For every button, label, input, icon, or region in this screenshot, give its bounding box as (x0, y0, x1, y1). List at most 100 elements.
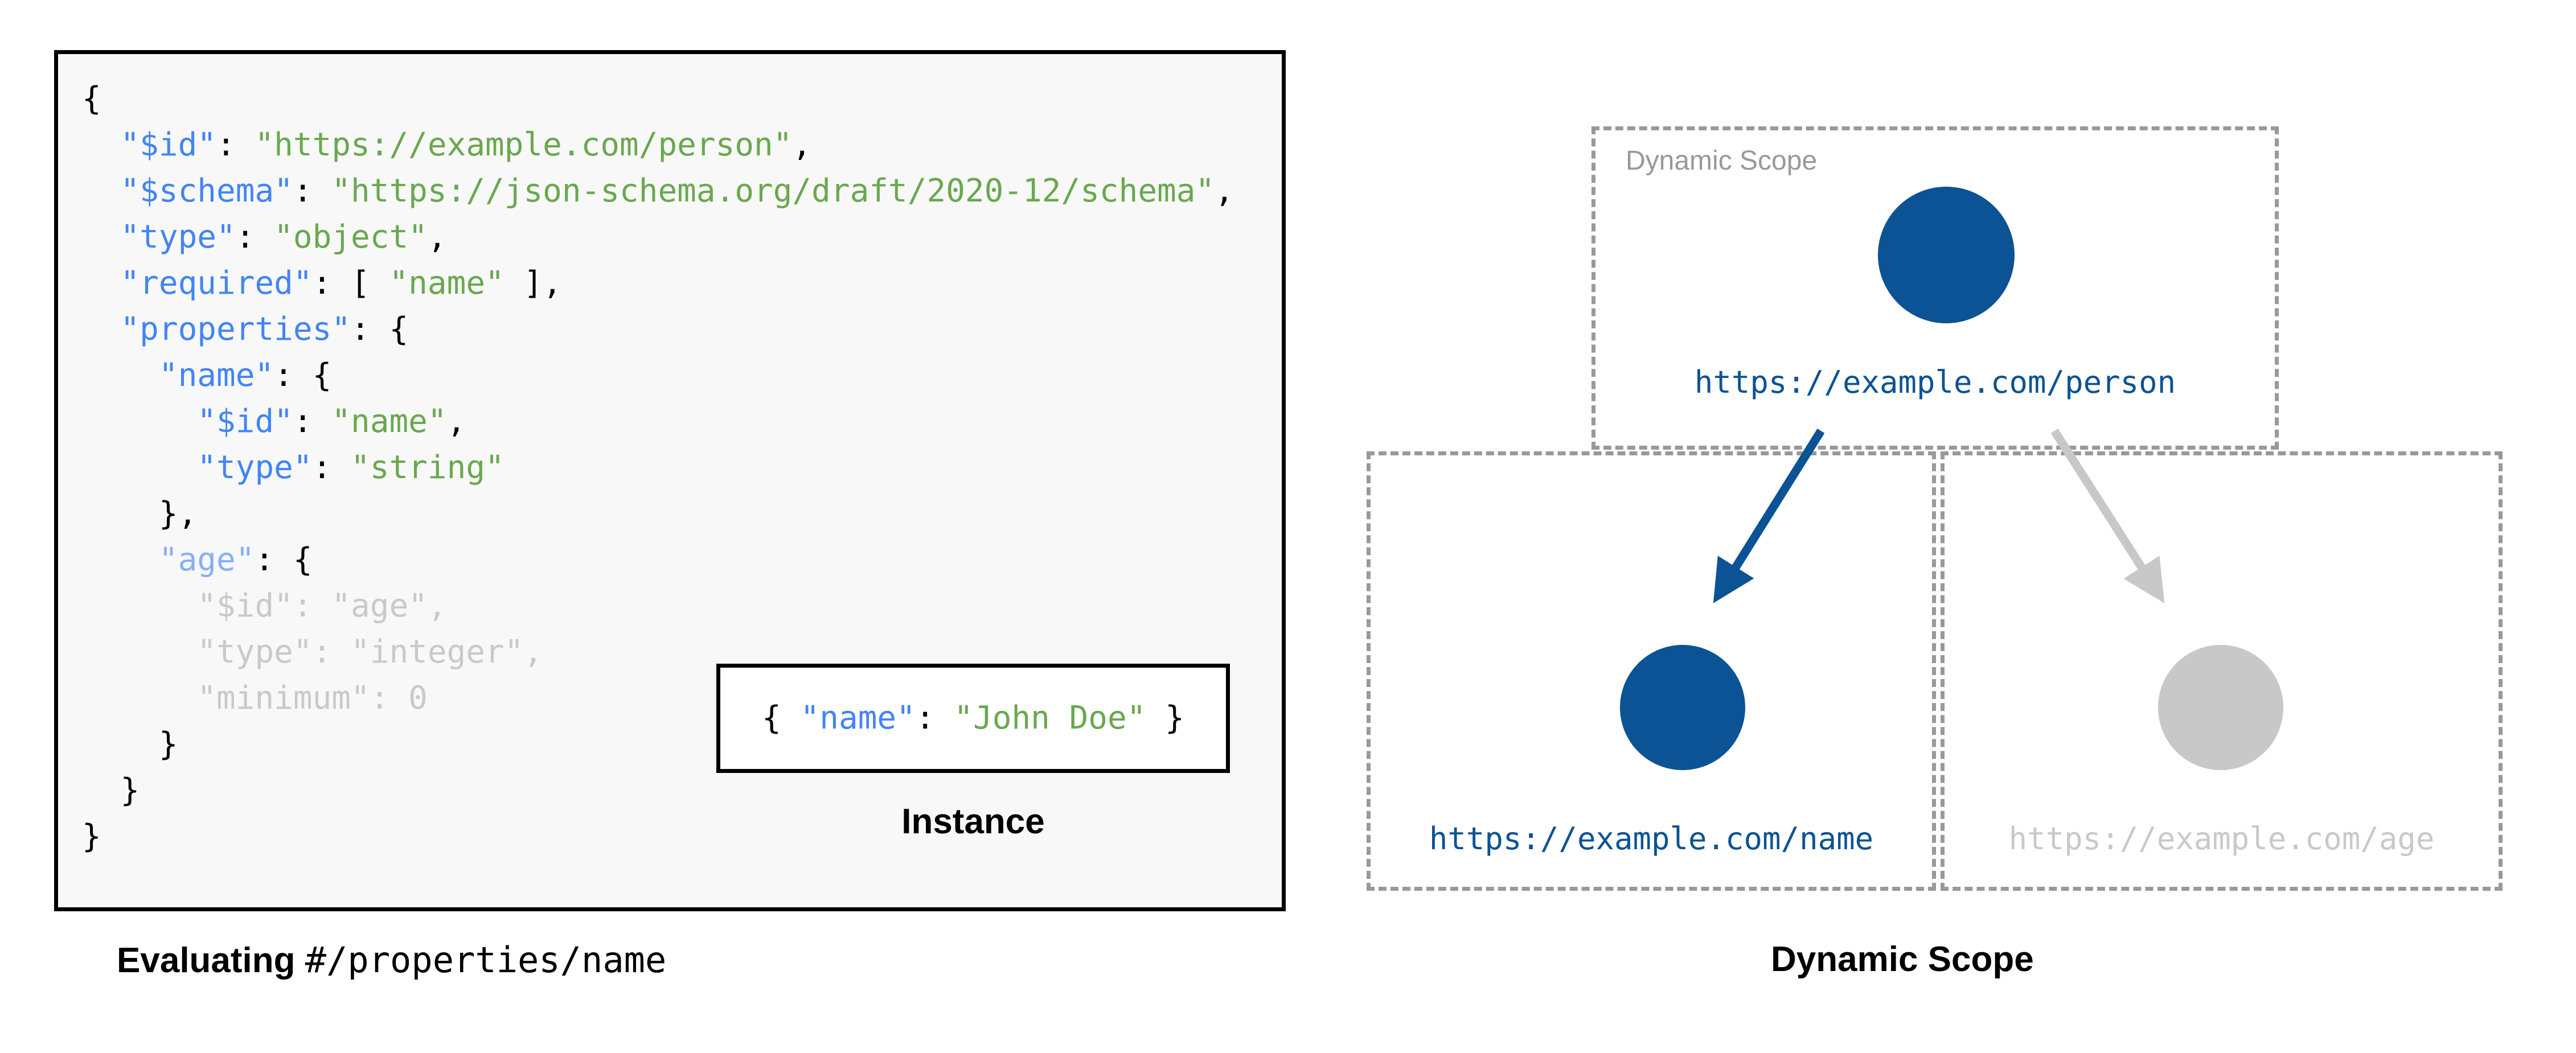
code-indent (82, 357, 159, 394)
code-token: : (370, 680, 409, 717)
code-token: "$id" (120, 126, 217, 163)
code-token: "properties" (120, 311, 351, 348)
left-caption-pointer: #/properties/name (305, 939, 667, 981)
code-token: : (235, 219, 274, 256)
code-token: , (792, 126, 812, 163)
code-indent (82, 680, 197, 717)
code-line: "$id": "name", (82, 403, 466, 440)
code-token: "name" (389, 265, 504, 302)
code-token: "string" (351, 449, 504, 486)
instance-code: { "name": "John Doe" } (762, 702, 1184, 734)
node-label-age: https://example.com/age (2008, 821, 2435, 857)
code-token: "age" (331, 587, 428, 624)
scope-box-name (1367, 451, 1936, 891)
code-token: "name" (331, 403, 447, 440)
code-token: "integer" (351, 634, 524, 671)
code-indent (82, 449, 197, 486)
code-indent (82, 495, 159, 532)
code-line: "$id": "age", (82, 587, 447, 624)
code-line: "type": "integer", (82, 634, 543, 671)
code-token: "https://json-schema.org/draft/2020-12/s… (331, 172, 1215, 209)
code-token: "$schema" (120, 172, 293, 209)
code-token: "$id" (197, 403, 293, 440)
code-token: , (523, 634, 543, 671)
code-indent (82, 219, 120, 256)
code-line: "type": "object", (82, 219, 447, 256)
code-line: "name": { (82, 357, 331, 394)
code-token: "object" (274, 219, 428, 256)
code-line: "type": "string" (82, 449, 504, 486)
code-token: : (216, 126, 255, 163)
code-indent (82, 311, 120, 348)
code-line: "$id": "https://example.com/person", (82, 126, 811, 163)
code-token: } (82, 818, 101, 855)
node-circle-person (1878, 187, 2015, 323)
edge-person-to-age (2050, 428, 2165, 603)
code-line: "age": { (82, 541, 313, 578)
code-token: "name" (158, 357, 274, 394)
scope-box-person (1591, 126, 2279, 450)
code-indent (82, 126, 120, 163)
code-token: : { (274, 357, 332, 394)
code-token: "type" (120, 219, 236, 256)
code-indent (82, 172, 120, 209)
code-token: : (293, 172, 332, 209)
code-indent (82, 726, 159, 763)
left-caption: Evaluating #/properties/name (117, 939, 666, 981)
code-token: "age" (158, 541, 255, 578)
code-line: "minimum": 0 (82, 680, 428, 717)
code-token: : (915, 700, 954, 737)
code-token: : { (255, 541, 313, 578)
code-token: "John Doe" (954, 700, 1146, 737)
code-indent (82, 634, 197, 671)
code-line: } (82, 726, 178, 763)
code-token: , (1215, 172, 1234, 209)
edge-person-to-name (1713, 429, 1825, 603)
code-line: }, (82, 495, 197, 532)
code-token: "type" (197, 634, 313, 671)
instance-box: { "name": "John Doe" } (716, 664, 1230, 773)
code-line: } (82, 772, 140, 809)
code-token: { (82, 80, 101, 117)
code-token: ], (504, 265, 562, 302)
code-token: } (1146, 700, 1184, 737)
code-line: "$schema": "https://json-schema.org/draf… (82, 172, 1234, 209)
instance-label: Instance (901, 802, 1045, 841)
node-label-person: https://example.com/person (1694, 364, 2176, 400)
code-token: : (293, 403, 332, 440)
code-indent (82, 587, 197, 624)
code-token: , (427, 219, 447, 256)
code-token: { (762, 700, 801, 737)
scope-box-label: Dynamic Scope (1626, 146, 1818, 176)
code-token: "minimum" (197, 680, 370, 717)
node-circle-age (2158, 645, 2283, 770)
code-token: 0 (408, 680, 428, 717)
code-line: } (82, 818, 101, 855)
schema-code-panel: { "$id": "https://example.com/person", "… (54, 50, 1286, 911)
code-line: "properties": { (82, 311, 408, 348)
code-token: }, (158, 495, 198, 532)
node-label-name: https://example.com/name (1429, 821, 1874, 857)
left-caption-bold: Evaluating (117, 941, 305, 980)
code-token: "https://example.com/person" (255, 126, 793, 163)
code-token: , (427, 587, 447, 624)
code-token: "required" (120, 265, 313, 302)
code-indent (82, 541, 159, 578)
code-line: "required": [ "name" ], (82, 265, 562, 302)
code-indent (82, 772, 120, 809)
code-indent (82, 265, 120, 302)
code-token: } (120, 772, 140, 809)
code-token: } (158, 726, 178, 763)
code-token: : { (351, 311, 409, 348)
node-circle-name (1620, 645, 1745, 770)
code-line: { (82, 80, 101, 117)
right-caption: Dynamic Scope (1771, 940, 2034, 979)
code-indent (82, 403, 197, 440)
code-token: "$id" (197, 587, 293, 624)
code-token: "type" (197, 449, 313, 486)
code-token: : (293, 587, 332, 624)
scope-box-age (1941, 451, 2503, 891)
code-token: , (446, 403, 466, 440)
code-token: : (312, 449, 351, 486)
schema-code-block: { "$id": "https://example.com/person", "… (82, 76, 1234, 859)
